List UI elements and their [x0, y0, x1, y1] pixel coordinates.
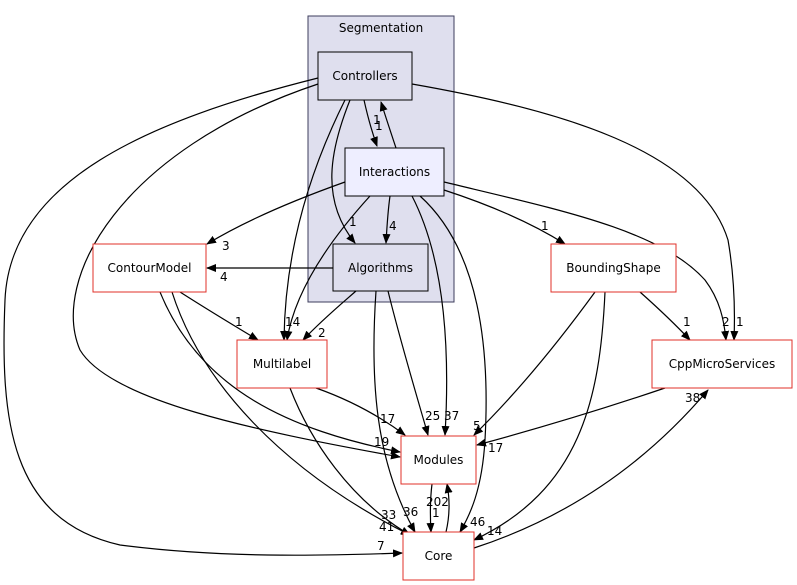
edge-algorithms-contourmodel[interactable]: 4	[206, 264, 333, 284]
node-interactions[interactable]: Interactions	[344, 147, 445, 197]
edge-interactions-boundingshape[interactable]: 1	[443, 189, 566, 245]
nodes: Controllers Interactions Algorithms Cont…	[92, 51, 793, 581]
edge-label: 14	[487, 524, 502, 538]
edge-label: 3	[222, 239, 230, 253]
edge-label: 4	[389, 219, 397, 233]
edge-interactions-multilabel[interactable]	[284, 195, 371, 341]
node-label: Multilabel	[253, 357, 311, 371]
node-label: Interactions	[359, 165, 430, 179]
edge-algorithms-multilabel[interactable]: 2	[302, 290, 357, 341]
edge-label: 5	[473, 419, 481, 433]
edge-label: 1	[432, 506, 440, 520]
edge-interactions-contourmodel[interactable]: 3	[206, 181, 346, 253]
node-multilabel[interactable]: Multilabel	[236, 339, 328, 389]
edge-controllers-cppmicroservices[interactable]: 1	[411, 83, 744, 341]
node-label: Modules	[414, 453, 464, 467]
node-label: BoundingShape	[566, 261, 661, 275]
edge-label: 36	[403, 505, 418, 519]
edge-interactions-controllers[interactable]: 1	[373, 101, 397, 149]
edge-label: 1	[235, 315, 243, 329]
edge-label: 25	[425, 409, 440, 423]
node-label: Algorithms	[348, 261, 413, 275]
edge-controllers-interactions[interactable]: 1	[363, 99, 383, 147]
edge-core-cppmicroservices[interactable]: 38	[473, 389, 709, 549]
edge-label: 1	[349, 215, 357, 229]
node-controllers[interactable]: Controllers	[317, 51, 413, 101]
edge-interactions-algorithms[interactable]: 4	[382, 195, 397, 244]
edge-label: 14	[285, 315, 300, 329]
edge-label: 17	[380, 412, 395, 426]
edge-label: 38	[685, 391, 700, 405]
edge-contourmodel-multilabel[interactable]: 1	[179, 291, 259, 341]
node-label: CppMicroServices	[669, 357, 776, 371]
edge-label: 1	[375, 119, 383, 133]
node-label: ContourModel	[108, 261, 192, 275]
edge-multilabel-core[interactable]: 41	[289, 387, 411, 536]
edge-label: 7	[377, 539, 385, 553]
edge-algorithms-modules[interactable]: 25	[387, 290, 440, 436]
edge-label: 1	[736, 315, 744, 329]
edge-label: 1	[373, 113, 381, 127]
edge-cppmicroservices-modules[interactable]: 17	[476, 387, 666, 455]
edge-boundingshape-cppmicroservices[interactable]: 1	[639, 291, 691, 341]
edge-contourmodel-modules[interactable]: 19	[159, 291, 401, 455]
edge-controllers-multilabel[interactable]: 14	[280, 99, 346, 341]
node-contourmodel[interactable]: ContourModel	[92, 243, 207, 293]
edge-boundingshape-modules[interactable]: 5	[473, 291, 596, 436]
edges: 1 1 1 4 3 4 1	[3, 77, 744, 558]
edge-label: 17	[488, 441, 503, 455]
node-algorithms[interactable]: Algorithms	[332, 243, 429, 292]
edge-controllers-core[interactable]: 7	[3, 77, 403, 558]
edge-interactions-core[interactable]: 46	[419, 195, 487, 533]
edge-label: 1	[541, 219, 549, 233]
node-label: Core	[425, 549, 453, 563]
edge-core-modules[interactable]: 1	[432, 483, 453, 533]
edge-label: 46	[470, 515, 485, 529]
edge-boundingshape-core[interactable]: 14	[473, 291, 606, 541]
edge-controllers-modules[interactable]	[72, 83, 401, 460]
edge-label: 41	[379, 520, 394, 534]
node-label: Controllers	[332, 69, 397, 83]
edge-controllers-algorithms[interactable]: 1	[331, 99, 357, 244]
edge-label: 37	[444, 409, 459, 423]
cluster-title: Segmentation	[339, 21, 423, 35]
node-cppmicroservices[interactable]: CppMicroServices	[651, 339, 793, 389]
edge-label: 2	[722, 315, 730, 329]
edge-label: 202	[426, 495, 449, 509]
node-core[interactable]: Core	[402, 531, 475, 581]
edge-algorithms-core[interactable]: 36	[373, 290, 418, 533]
edge-label: 2	[318, 326, 326, 340]
edge-label: 1	[683, 315, 691, 329]
edge-modules-core[interactable]: 202	[426, 483, 449, 533]
edge-label: 19	[374, 435, 389, 449]
edge-multilabel-modules[interactable]: 17	[315, 387, 406, 436]
node-modules[interactable]: Modules	[400, 435, 477, 485]
edge-label: 4	[220, 270, 228, 284]
edge-interactions-modules[interactable]: 37	[411, 195, 459, 436]
node-boundingshape[interactable]: BoundingShape	[550, 243, 677, 293]
